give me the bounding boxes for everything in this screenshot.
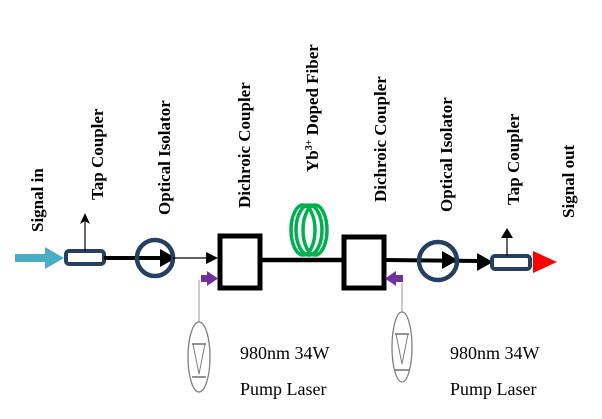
- svg-text:Optical Isolator: Optical Isolator: [155, 100, 174, 215]
- label-optical-isolator-2: Optical Isolator: [437, 97, 456, 212]
- svg-text:Dichroic Coupler: Dichroic Coupler: [371, 76, 390, 202]
- label-dichroic-coupler-1: Dichroic Coupler: [235, 82, 254, 208]
- label-signal-out: Signal out: [559, 144, 578, 218]
- isolator-arrow-icon: [160, 249, 176, 267]
- svg-text:980nm 34W: 980nm 34W: [450, 343, 540, 363]
- pump-laser-2-label: 980nm 34W Pump Laser: [450, 343, 540, 399]
- label-tap-coupler-2: Tap Coupler: [504, 113, 523, 205]
- svg-text:980nm 34W: 980nm 34W: [240, 343, 330, 363]
- svg-text:Yb3+ Doped Fiber: Yb3+ Doped Fiber: [303, 44, 322, 172]
- optical-isolator-2: [416, 239, 460, 283]
- doped-fiber-coil-icon: [289, 203, 329, 257]
- label-signal-in: Signal in: [28, 168, 47, 232]
- svg-text:Optical Isolator: Optical Isolator: [437, 97, 456, 212]
- label-dichroic-coupler-2: Dichroic Coupler: [371, 76, 390, 202]
- fiber-segment: [385, 258, 481, 263]
- svg-text:Dichroic Coupler: Dichroic Coupler: [235, 82, 254, 208]
- pump-laser-1-label: 980nm 34W Pump Laser: [240, 343, 330, 399]
- arrow-head-icon: [477, 253, 493, 271]
- label-tap-coupler-1: Tap Coupler: [88, 108, 107, 200]
- pump-arrow-2: [385, 271, 403, 312]
- svg-text:Signal out: Signal out: [559, 144, 578, 218]
- tap-arrow-up-icon: [501, 228, 513, 238]
- tap-coupler-2: [490, 228, 532, 271]
- svg-text:Signal in: Signal in: [28, 168, 47, 232]
- svg-text:Tap Coupler: Tap Coupler: [88, 108, 107, 200]
- dichroic-coupler-2: [341, 234, 387, 291]
- label-doped-fiber: Yb3+ Doped Fiber: [303, 44, 322, 172]
- pump-laser-diode-1-icon: [187, 321, 211, 393]
- pump-arrow-1: [198, 271, 218, 322]
- signal-out-arrow: [533, 251, 557, 273]
- tap-arrow-up-icon: [80, 213, 90, 224]
- dichroic-coupler-1: [217, 233, 263, 291]
- signal-in-arrow: [15, 247, 64, 269]
- pump-laser-diode-2-icon: [391, 311, 413, 383]
- label-optical-isolator-1: Optical Isolator: [155, 100, 174, 215]
- isolator-arrow-icon: [442, 251, 458, 269]
- arrow-head-icon: [206, 252, 218, 264]
- tap-coupler-1: [64, 213, 106, 266]
- svg-text:Tap Coupler: Tap Coupler: [504, 113, 523, 205]
- svg-text:Pump Laser: Pump Laser: [240, 379, 326, 399]
- svg-text:Pump Laser: Pump Laser: [450, 379, 536, 399]
